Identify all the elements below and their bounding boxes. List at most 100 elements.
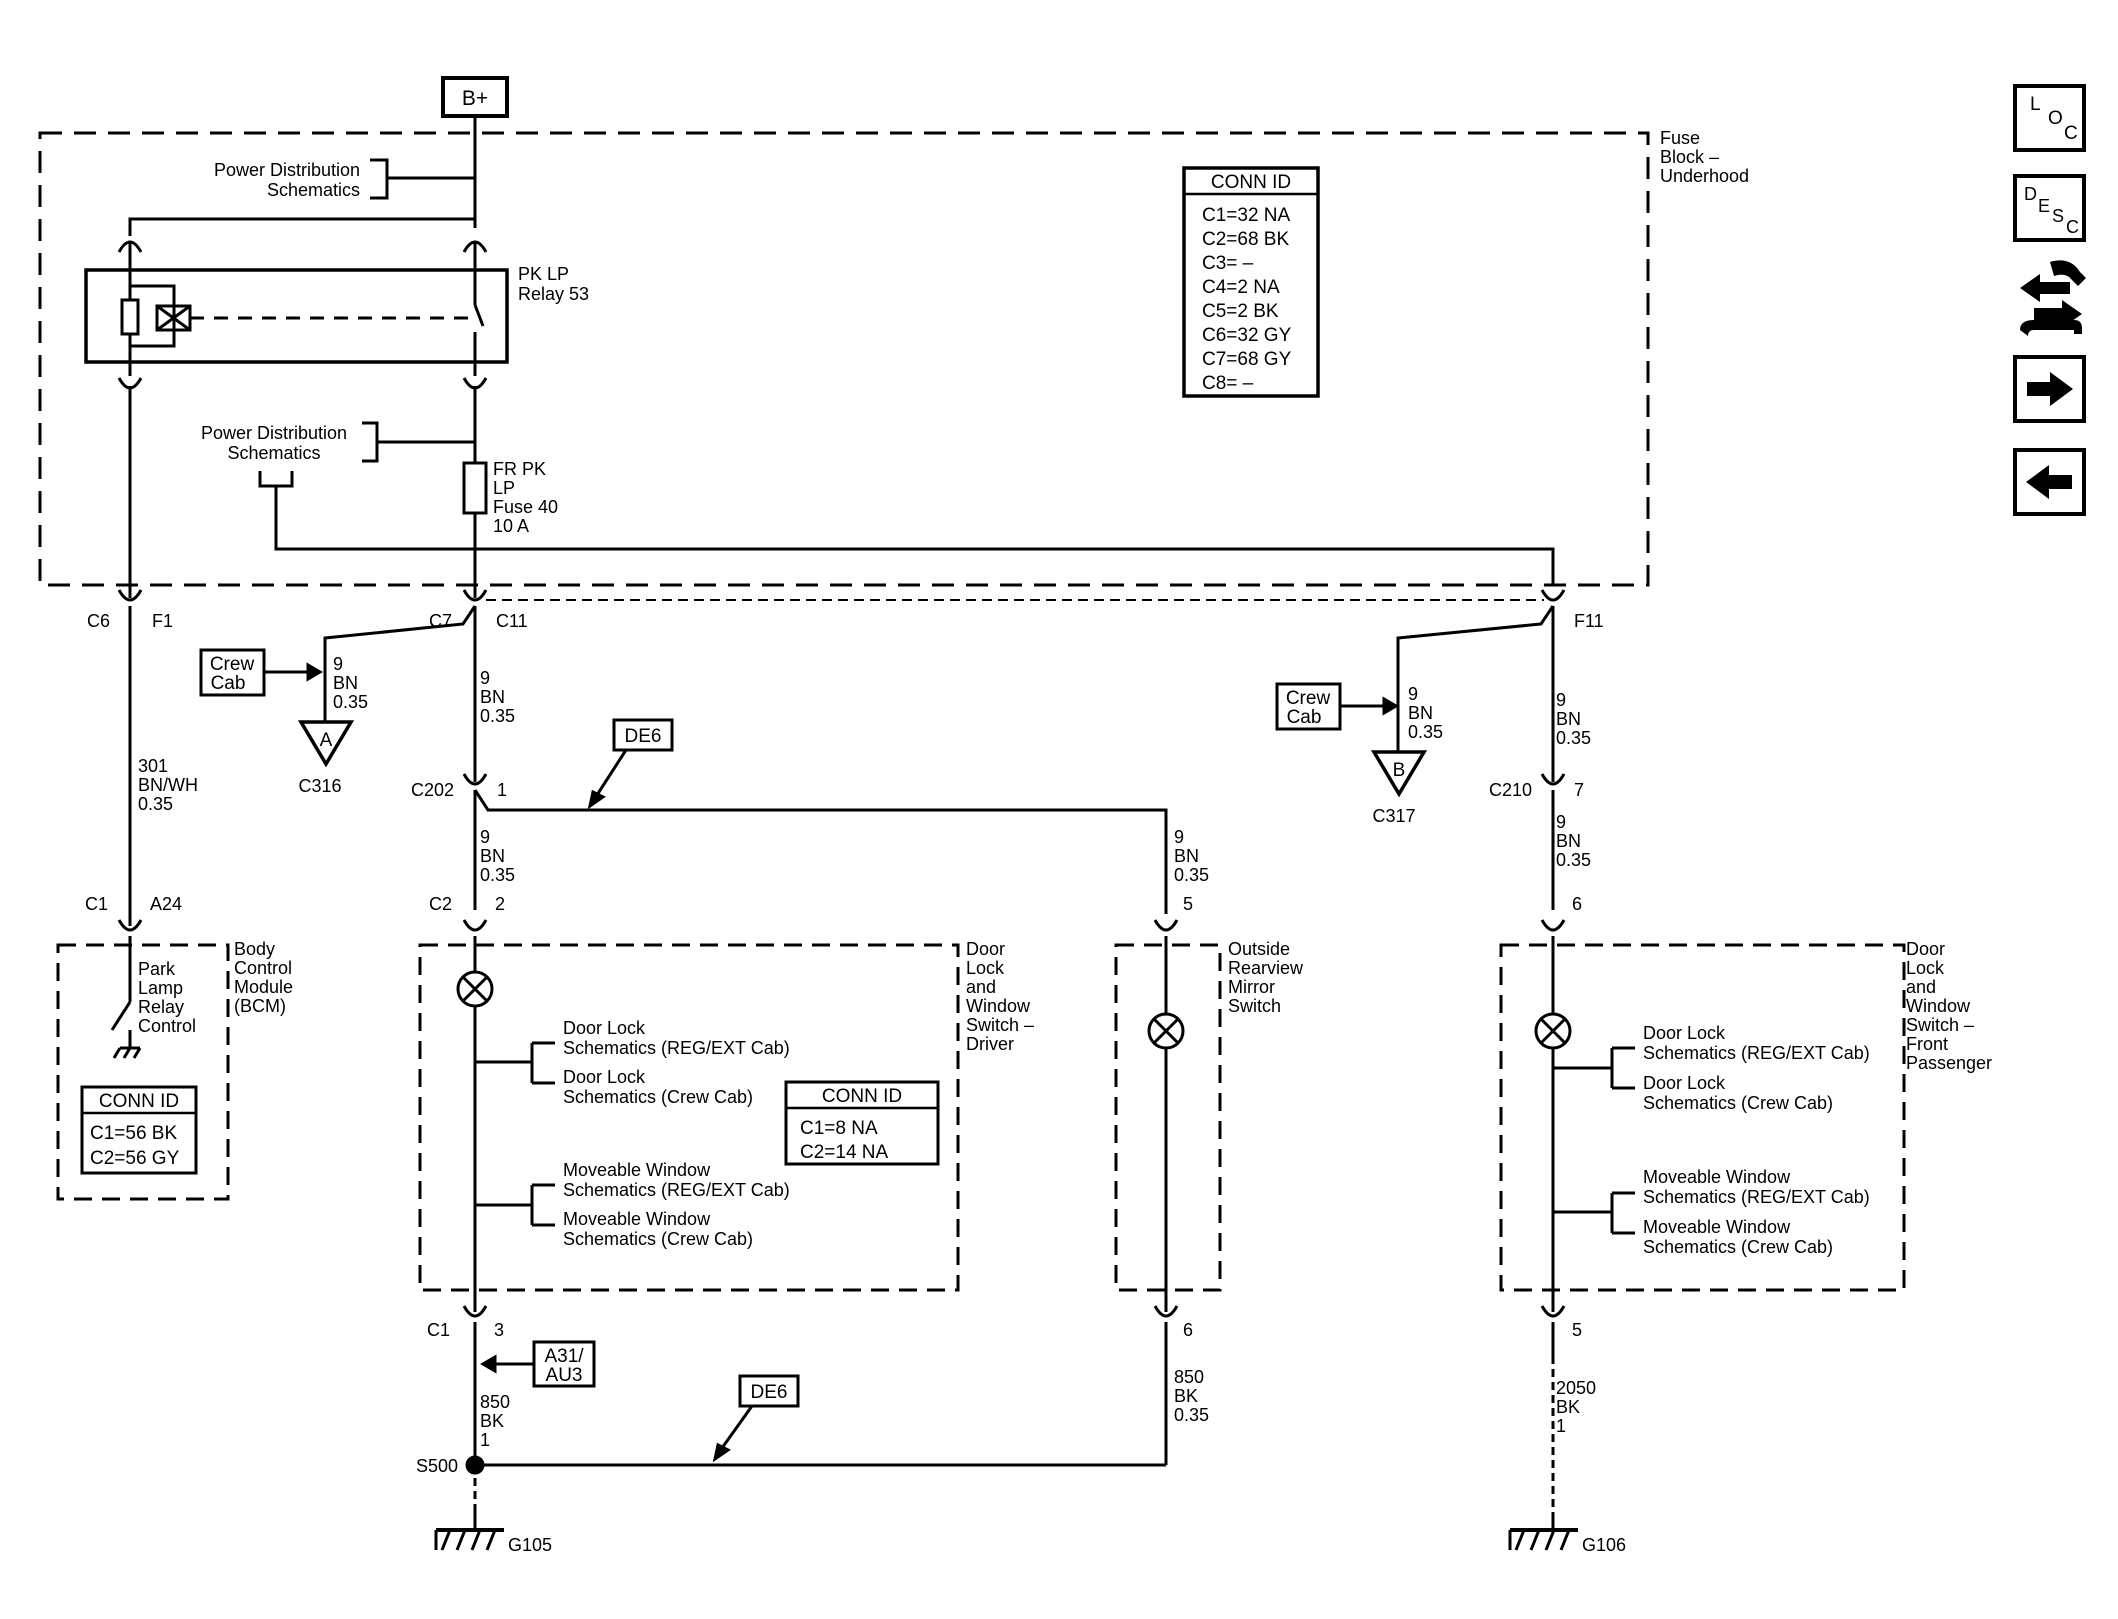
svg-text:CONN ID: CONN ID	[99, 1091, 179, 1112]
wire-9-b-label: 9 BN 0.35	[480, 668, 515, 726]
svg-text:O: O	[2048, 108, 2063, 129]
svg-text:9: 9	[480, 668, 490, 688]
svg-text:Module: Module	[234, 977, 293, 997]
de6-arrow-1	[587, 718, 674, 810]
svg-text:C: C	[2066, 217, 2079, 237]
svg-text:Relay 53: Relay 53	[518, 284, 589, 304]
svg-text:S: S	[2052, 206, 2064, 226]
svg-text:C2=68 BK: C2=68 BK	[1202, 229, 1289, 250]
svg-text:LP: LP	[493, 478, 515, 498]
svg-text:BN: BN	[1556, 831, 1581, 851]
svg-text:C7=68 GY: C7=68 GY	[1202, 349, 1292, 370]
svg-text:Fuse 40: Fuse 40	[493, 497, 558, 517]
svg-text:301: 301	[138, 756, 168, 776]
svg-text:Lock: Lock	[966, 958, 1005, 978]
svg-text:BK: BK	[480, 1411, 504, 1431]
bcm-conn-id: CONN ID C1=56 BK C2=56 GY	[90, 1091, 180, 1169]
svg-text:BN: BN	[1174, 846, 1199, 866]
fuse-block-conn-id-box	[1182, 166, 1320, 398]
a31-au3-arrow	[480, 1340, 596, 1388]
loc-icon[interactable]: L O C	[2030, 94, 2078, 144]
relay-feed-bus	[128, 217, 477, 236]
svg-text:C2=56 GY: C2=56 GY	[90, 1148, 180, 1169]
crew-cab-arrow-2	[1275, 682, 1399, 731]
svg-text:C1=8 NA: C1=8 NA	[800, 1118, 878, 1139]
de6-arrow-2	[712, 1374, 800, 1463]
svg-text:850: 850	[480, 1392, 510, 1412]
svg-text:BN: BN	[1408, 703, 1433, 723]
splice-s500-label: S500	[416, 1456, 458, 1476]
svg-text:(BCM): (BCM)	[234, 996, 286, 1016]
conn-c7: C7	[429, 611, 452, 631]
arrow-right-icon[interactable]	[2027, 372, 2073, 406]
svg-text:9: 9	[1174, 827, 1184, 847]
wire-9-c-label: 9 BN 0.35	[1408, 684, 1443, 742]
mirror-switch-module	[1114, 943, 1222, 1292]
crew-cab-label-2: Crew Cab	[1286, 688, 1331, 728]
ground-g105-label: G105	[508, 1535, 552, 1555]
svg-text:Schematics (Crew Cab): Schematics (Crew Cab)	[563, 1229, 753, 1249]
svg-text:C3= –: C3= –	[1202, 253, 1254, 274]
conn-c210-pin: 7	[1574, 780, 1584, 800]
nav-loc-frame[interactable]	[2013, 84, 2086, 152]
svg-text:Crew: Crew	[1286, 688, 1331, 709]
module-connectors-top	[117, 919, 1566, 945]
power-dist-bracket-top	[370, 158, 475, 200]
svg-text:CONN ID: CONN ID	[822, 1086, 902, 1107]
svg-text:Driver: Driver	[966, 1034, 1014, 1054]
wire-850-a-label: 850 BK 1	[480, 1392, 510, 1450]
desc-icon[interactable]: D E S C	[2024, 184, 2079, 237]
svg-text:Schematics: Schematics	[227, 443, 320, 463]
relay-connectors-top	[117, 240, 488, 270]
svg-text:Switch –: Switch –	[966, 1015, 1034, 1035]
ground-g105	[434, 1510, 504, 1551]
conn-f1: F1	[152, 611, 173, 631]
svg-text:1: 1	[1556, 1416, 1566, 1436]
svg-text:A31/: A31/	[544, 1346, 584, 1367]
svg-text:Relay: Relay	[138, 997, 184, 1017]
conn-bcm-a24: A24	[150, 894, 182, 914]
svg-text:Passenger: Passenger	[1906, 1053, 1992, 1073]
svg-text:E: E	[2038, 196, 2050, 216]
svg-text:Door Lock: Door Lock	[563, 1018, 646, 1038]
conn-bcm-c1: C1	[85, 894, 108, 914]
svg-text:C: C	[2064, 123, 2078, 144]
conn-c210: C210	[1489, 780, 1532, 800]
svg-text:9: 9	[333, 654, 343, 674]
driver-door-lock-reg: Door Lock Schematics (REG/EXT Cab)	[563, 1018, 790, 1058]
svg-text:1: 1	[480, 1430, 490, 1450]
driver-window-crew: Moveable Window Schematics (Crew Cab)	[563, 1209, 753, 1249]
connector-c202	[462, 768, 1168, 910]
svg-text:Lock: Lock	[1906, 958, 1945, 978]
svg-text:Crew: Crew	[210, 654, 255, 675]
arrow-left-icon[interactable]	[2026, 465, 2072, 499]
wire-301-label: 301 BN/WH 0.35	[138, 756, 198, 814]
nav-back-frame[interactable]	[2013, 448, 2086, 516]
wrench-swap-icon[interactable]	[2020, 260, 2086, 336]
svg-text:C6=32 GY: C6=32 GY	[1202, 325, 1292, 346]
relay-connectors-bottom	[117, 362, 488, 390]
svg-text:Moveable Window: Moveable Window	[1643, 1217, 1791, 1237]
svg-text:FR PK: FR PK	[493, 459, 546, 479]
bcm-module	[56, 943, 230, 1201]
svg-text:0.35: 0.35	[1556, 850, 1591, 870]
svg-text:9: 9	[1556, 690, 1566, 710]
fuse-block-enclosure	[38, 131, 1650, 587]
svg-text:Door Lock: Door Lock	[563, 1067, 646, 1087]
svg-text:Park: Park	[138, 959, 176, 979]
svg-text:Door: Door	[1906, 939, 1945, 959]
nav-desc-frame[interactable]	[2013, 174, 2086, 242]
a31-au3-label: A31/ AU3	[544, 1346, 584, 1386]
ref-a-label: A	[320, 730, 333, 751]
svg-text:D: D	[2024, 184, 2037, 204]
passenger-door-lock-reg: Door Lock Schematics (REG/EXT Cab)	[1643, 1023, 1870, 1063]
svg-text:Block –: Block –	[1660, 147, 1719, 167]
fuse-block-name: Fuse Block – Underhood	[1660, 128, 1749, 186]
svg-text:0.35: 0.35	[480, 706, 515, 726]
svg-text:BN: BN	[1556, 709, 1581, 729]
svg-text:Moveable Window: Moveable Window	[563, 1209, 711, 1229]
svg-text:Window: Window	[966, 996, 1031, 1016]
bcm-relay-label: Park Lamp Relay Control	[138, 959, 196, 1036]
nav-forward-frame[interactable]	[2013, 355, 2086, 423]
svg-text:Schematics (Crew Cab): Schematics (Crew Cab)	[563, 1087, 753, 1107]
